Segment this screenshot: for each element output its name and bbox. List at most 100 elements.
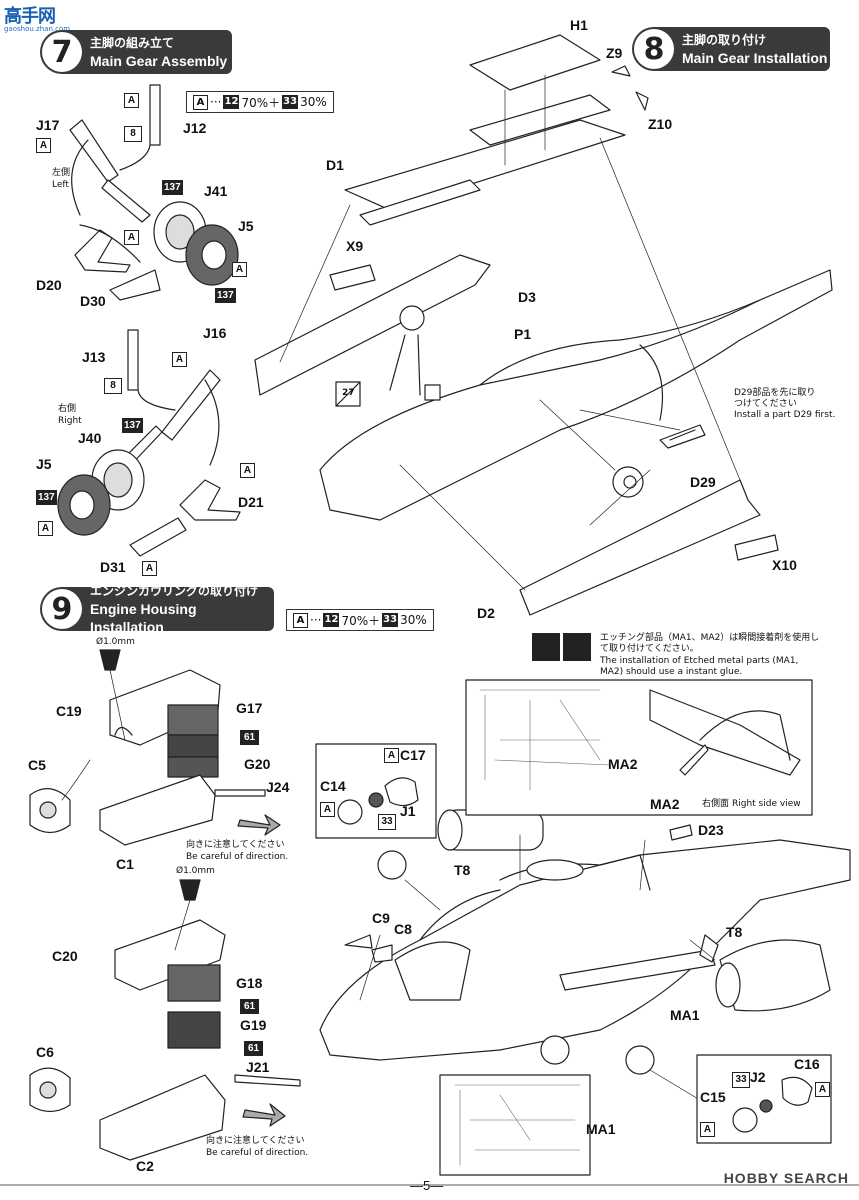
- step-title-en: Engine Housing Installation: [89, 601, 197, 635]
- paint-color-2: 33: [382, 613, 399, 627]
- part-label: C17: [400, 747, 426, 763]
- part-label: C8: [394, 921, 412, 937]
- part-label: D21: [238, 494, 264, 510]
- paint-mix-box-step9: A ··· 12 70%＋ 33 30%: [286, 609, 434, 631]
- paint-tag-137: 137: [215, 288, 236, 303]
- site-watermark: 高手网 gaoshou.zhan.com: [4, 2, 70, 33]
- paint-letter: A: [293, 612, 308, 628]
- watermark-brand: 高手网: [4, 6, 56, 27]
- paint-tag-61: 61: [244, 1041, 263, 1056]
- etch-note-en: The installation of Etched metal parts (…: [600, 656, 799, 677]
- inset-c16-box: [696, 1054, 832, 1144]
- inset-ma2-box: [465, 679, 813, 816]
- paint-tag-a: A: [124, 230, 139, 245]
- d29-note-jp: D29部品を先に取りつけてください: [734, 388, 816, 409]
- paint-tag-a: A: [384, 748, 399, 763]
- paint-tag-33: 33: [378, 814, 396, 830]
- part-label: J24: [266, 779, 290, 795]
- direction-note-en: Be careful of direction.: [206, 1148, 309, 1158]
- helicopter-step9-drawing: [319, 772, 851, 1131]
- part-label: D31: [100, 559, 126, 575]
- part-label: C9: [372, 910, 390, 926]
- paint-tag-33: 33: [732, 1072, 750, 1088]
- right-side-view-jp: 右側面: [702, 799, 730, 809]
- engine-housing-lower-drawing: [29, 879, 301, 1161]
- paint-tag-61: 61: [240, 999, 259, 1014]
- paint-dots: ···: [210, 95, 222, 109]
- paint-color-1: 12: [223, 95, 240, 109]
- part-label: Z10: [648, 116, 673, 132]
- hobby-search-watermark: HOBBY SEARCH: [723, 1170, 849, 1186]
- part-label: G18: [236, 975, 263, 991]
- paint-tag-a: A: [36, 138, 51, 153]
- part-label: MA1: [670, 1007, 700, 1023]
- part-label: C5: [28, 757, 46, 773]
- etch-note-jp: エッチング部品（MA1、MA2）は瞬間接着剤を使用して取り付けてください。: [600, 633, 820, 654]
- paint-pct-2: 30%: [400, 613, 427, 627]
- part-label: J13: [82, 349, 106, 365]
- paint-tag-a: A: [172, 352, 187, 367]
- step-9-banner: 9 エンジンカウリングの取り付け Engine Housing Installa…: [40, 584, 274, 635]
- inset-ma1-box: [439, 1074, 591, 1176]
- drill-size: Ø1.0mm: [176, 866, 215, 876]
- part-label: MA2: [608, 756, 638, 772]
- paint-tag-a: A: [700, 1122, 715, 1137]
- right-side-view-en: Right side view: [732, 799, 801, 809]
- inset-c17-box: [315, 743, 437, 839]
- paint-pct-1: 70%＋: [241, 95, 281, 110]
- part-label: D1: [326, 157, 344, 173]
- direction-note-jp: 向きに注意してください: [186, 840, 285, 850]
- paint-tag-137: 137: [122, 418, 143, 433]
- part-label: T8: [454, 862, 471, 878]
- part-label: J1: [400, 803, 416, 819]
- part-label: H1: [570, 17, 588, 33]
- part-label: X9: [346, 238, 364, 254]
- paint-tag-a: A: [240, 463, 255, 478]
- part-label: MA2: [650, 796, 680, 812]
- part-label: X10: [772, 557, 797, 573]
- d29-note-en: Install a part D29 first.: [734, 410, 836, 420]
- part-label: C19: [56, 703, 82, 719]
- side-left-en: Left: [52, 180, 69, 190]
- fuselage-step8-drawing: [254, 34, 833, 616]
- part-label: C6: [36, 1044, 54, 1060]
- step-title-jp: 主脚の組み立て: [90, 36, 175, 50]
- part-label: C2: [136, 1158, 154, 1174]
- part-label: J17: [36, 117, 60, 133]
- paint-dots: ···: [310, 613, 322, 627]
- drill-size: Ø1.0mm: [96, 637, 135, 647]
- part-label: J2: [750, 1069, 766, 1085]
- part-label: G17: [236, 700, 263, 716]
- step-title-en: Main Gear Assembly: [90, 53, 228, 69]
- side-left-jp: 左側: [52, 168, 71, 178]
- part-number-tag: 8: [124, 126, 142, 142]
- watermark-url: gaoshou.zhan.com: [4, 25, 71, 33]
- paint-tag-a: A: [815, 1082, 830, 1097]
- paint-tag-a: A: [232, 262, 247, 277]
- side-right-jp: 右側: [58, 404, 77, 414]
- paint-letter: A: [193, 94, 208, 110]
- part-label: C15: [700, 1089, 726, 1105]
- step-7-banner: 7 主脚の組み立て Main Gear Assembly: [40, 30, 232, 74]
- paint-mix-box-step7: A ··· 12 70%＋ 33 30%: [186, 91, 334, 113]
- paint-pct-2: 30%: [300, 95, 327, 109]
- part-label: C20: [52, 948, 78, 964]
- part-label: J21: [246, 1059, 270, 1075]
- paint-tag-137: 137: [162, 180, 183, 195]
- part-label: J12: [183, 120, 207, 136]
- part-label: C14: [320, 778, 346, 794]
- direction-note-en: Be careful of direction.: [186, 852, 289, 862]
- part-label: J41: [204, 183, 228, 199]
- part-label: D23: [698, 822, 724, 838]
- step-number: 8: [634, 29, 674, 69]
- paint-tag-a: A: [124, 93, 139, 108]
- no-glue-mark: 27: [342, 388, 355, 398]
- step-number: 9: [42, 589, 82, 629]
- part-label: J16: [203, 325, 227, 341]
- paint-tag-137: 137: [36, 490, 57, 505]
- paint-tag-a: A: [320, 802, 335, 817]
- part-label: D2: [477, 605, 495, 621]
- part-label: D30: [80, 293, 106, 309]
- paint-color-1: 12: [323, 613, 340, 627]
